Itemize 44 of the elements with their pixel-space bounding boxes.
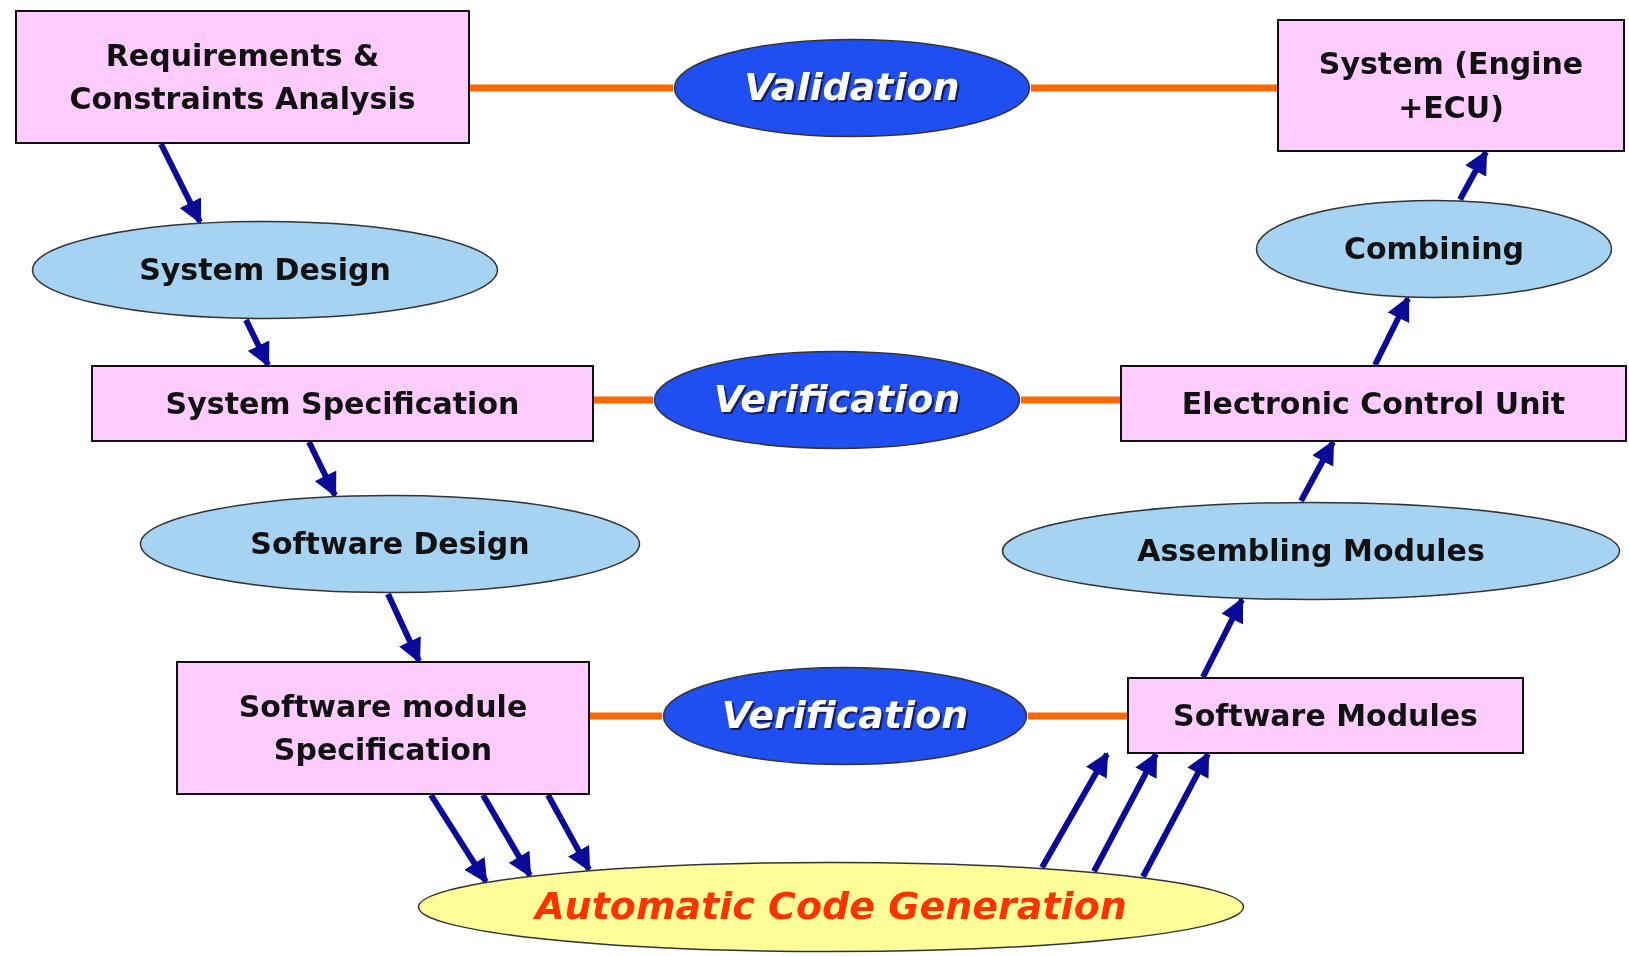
process-ellipse (1001, 501, 1621, 601)
node-label: Combining (1343, 230, 1525, 269)
arrow (158, 142, 203, 225)
process-ellipse (653, 350, 1021, 450)
process-box (15, 10, 470, 144)
connector-line (1031, 84, 1277, 92)
node-label: Verification (721, 692, 969, 740)
node-label: Software Design (250, 525, 530, 564)
node-label: Validation (744, 64, 960, 112)
connector-line (590, 712, 662, 720)
node-label: System Specification (165, 384, 520, 423)
process-box (91, 365, 594, 442)
node-label: System Design (139, 251, 391, 290)
connector-line (1021, 396, 1120, 404)
arrow (385, 592, 422, 664)
process-box (176, 661, 590, 795)
node-label: Requirements & Constraints Analysis (68, 36, 417, 118)
node-label: System (Engine +ECU) (1317, 45, 1585, 127)
process-ellipse (673, 38, 1031, 138)
node-label: Electronic Control Unit (1181, 384, 1566, 423)
node-label: Assembling Modules (1137, 532, 1485, 571)
node-label: Automatic Code Generation (535, 883, 1127, 931)
arrow (306, 440, 338, 498)
node-label: Software module Specification (237, 687, 529, 769)
process-box (1127, 677, 1524, 754)
process-ellipse (31, 220, 499, 320)
process-box (1277, 19, 1625, 152)
connector-line (594, 396, 653, 404)
node-label: Verification (713, 376, 961, 424)
arrow (428, 793, 489, 884)
arrow (1372, 296, 1411, 367)
connector-line (470, 84, 673, 92)
arrow (480, 793, 533, 878)
arrow (545, 793, 592, 872)
arrow (243, 318, 271, 368)
connector-line (1028, 712, 1127, 720)
process-box (1120, 365, 1627, 442)
process-ellipse (1255, 199, 1613, 299)
node-label: Software Modules (1173, 696, 1478, 735)
process-ellipse (417, 861, 1245, 953)
arrow (1039, 751, 1110, 869)
process-ellipse (662, 666, 1028, 766)
process-ellipse (139, 494, 641, 594)
arrow (1200, 597, 1245, 679)
